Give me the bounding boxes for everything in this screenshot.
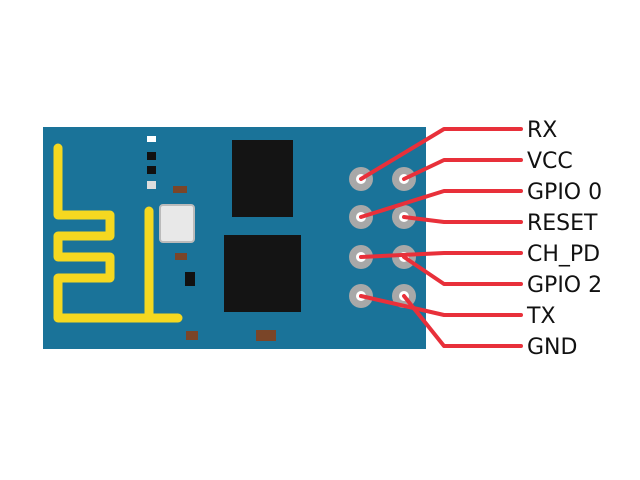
- leader-line-rx: [359, 127, 523, 181]
- leader-line-ch-pd: [359, 251, 523, 259]
- pin-label-vcc: VCC: [527, 149, 573, 174]
- leader-line-vcc: [402, 158, 523, 181]
- leader-line-gpio-2: [402, 255, 523, 286]
- pin-label-rx: RX: [527, 118, 557, 143]
- pin-label-gpio-2: GPIO 2: [527, 273, 602, 298]
- pin-label-gnd: GND: [527, 335, 577, 360]
- leader-line-tx: [359, 294, 523, 317]
- pin-label-tx: TX: [526, 304, 556, 329]
- esp8266-chip: [224, 235, 301, 312]
- pin-label-reset: RESET: [527, 211, 598, 236]
- smd-resistors: [173, 186, 276, 341]
- status-leds: [147, 136, 156, 189]
- flash-chip: [232, 140, 293, 217]
- leader-line-gnd: [402, 294, 523, 348]
- pin-leader-lines: [359, 127, 523, 348]
- pin-label-gpio-0: GPIO 0: [527, 180, 602, 205]
- antenna-trace: [53, 143, 183, 323]
- crystal-oscillator: [159, 204, 195, 243]
- pin-labels: RX VCC GPIO 0 RESET CH_PD GPIO 2 TX GND: [526, 118, 602, 360]
- pin-label-ch-pd: CH_PD: [527, 242, 600, 267]
- leader-line-gpio-0: [359, 189, 523, 219]
- leader-line-reset: [402, 215, 523, 224]
